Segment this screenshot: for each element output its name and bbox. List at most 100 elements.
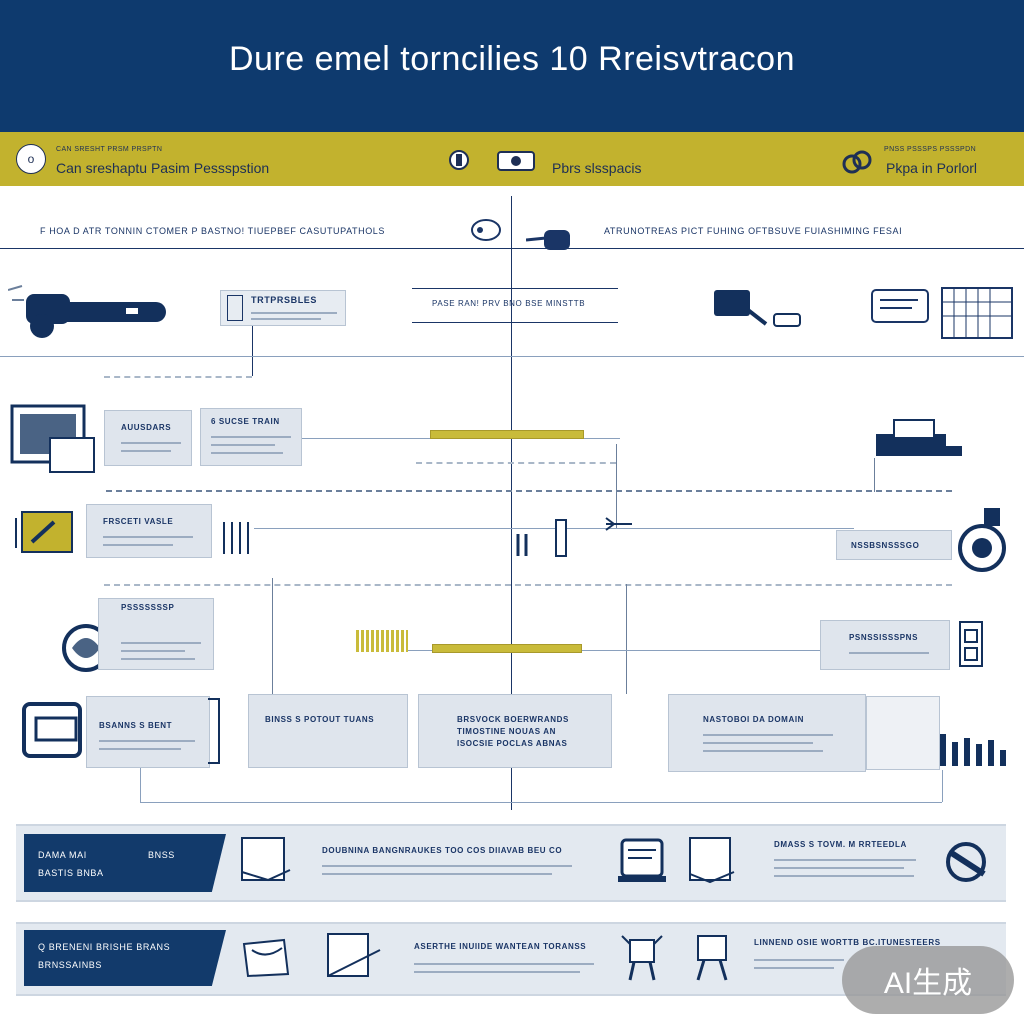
band-text-line	[774, 867, 904, 869]
house-icon	[227, 295, 243, 321]
connector-line	[408, 650, 432, 651]
tape-icon	[471, 219, 501, 241]
ai-generated-badge: AI生成	[842, 946, 1014, 1014]
card-b: 6 SUCSE TRAIN	[200, 408, 302, 466]
easel-icon	[696, 935, 728, 981]
row-card-3-line3: ISOCSIE POCLAS ABNAS	[457, 739, 568, 748]
open-folder-icon	[327, 933, 381, 977]
ribbon-right-small: PNSS PSSSPS PSSSPDN	[884, 146, 977, 153]
clipper-icon	[714, 290, 801, 327]
card-c-title: FRSCETI VASLE	[103, 517, 174, 526]
band-1-tab: DAMA MAI BNSS BASTIS BNBA	[24, 834, 226, 892]
band-1-heading: DOUBNINA BANGNRAUKES TOO COS DIIAVAB BEU…	[322, 846, 563, 855]
card-text-line	[121, 642, 201, 644]
card-text-line	[703, 734, 833, 736]
card-text-line	[99, 740, 195, 742]
properties-card: TRTPRSBLES	[220, 290, 346, 326]
gold-connector-bar	[432, 644, 582, 653]
pipe-knot-icon	[842, 150, 872, 174]
connector-line	[584, 438, 620, 439]
connector-line	[942, 770, 943, 802]
card-a: AUUSDARS	[104, 410, 192, 466]
card-text-line	[121, 442, 181, 444]
band-text-line	[414, 971, 580, 973]
card-text-line	[103, 544, 173, 546]
row-card-1-title: BSANNS S BENT	[99, 721, 173, 730]
band-1-tab-word: BNSS	[148, 850, 175, 860]
card-b-title: 6 SUCSE TRAIN	[211, 417, 280, 426]
ribbon-left-small: CAN SRESHT PRSM PRSPTN	[56, 146, 163, 153]
band-2-tab-line2: BRNSSAINBS	[38, 960, 103, 970]
bracket-marker	[208, 698, 220, 764]
connector-line	[140, 768, 141, 802]
card-f: PSNSSISSSPNS	[820, 620, 950, 670]
page-title: Dure emel torncilies 10 Rreisvtracon	[229, 40, 795, 78]
info-circle-icon: o	[16, 144, 46, 174]
row-card-1: BSANNS S BENT	[86, 696, 210, 768]
document-stack-icon	[871, 287, 1013, 339]
band-text-line	[774, 875, 914, 877]
band-text-line	[414, 963, 594, 965]
caption-bracket-top	[412, 288, 618, 289]
connector-line	[582, 650, 820, 651]
title-band	[0, 0, 1024, 132]
card-text-line	[121, 658, 195, 660]
row-card-3-line2: TIMOSTINE NOUAS AN	[457, 727, 556, 736]
center-caption: PASE RAN! PRV BNO BSE MINSTTB	[432, 299, 586, 308]
cd-drive-icon	[946, 842, 986, 882]
upper-section-divider	[0, 356, 1024, 357]
card-text-line	[703, 742, 813, 744]
bag-icon	[242, 938, 290, 978]
card-text-line	[121, 450, 171, 452]
connector-line	[272, 578, 273, 694]
connector-line	[254, 528, 854, 529]
card-text-line	[251, 312, 337, 314]
card-text-line	[251, 318, 321, 320]
card-text-line	[103, 536, 193, 538]
row-card-4-title: NASTOBOI DA DOMAIN	[703, 715, 805, 724]
row-card-4: NASTOBOI DA DOMAIN	[668, 694, 866, 772]
band-1-tab-line2: BASTIS BNBA	[38, 868, 104, 878]
gold-connector-bar	[430, 430, 584, 439]
gear-valve-icon	[958, 508, 1006, 572]
binder-icon	[15, 511, 73, 553]
monitor-icon	[10, 404, 95, 473]
center-spine	[511, 196, 512, 810]
frame-icon	[959, 621, 983, 667]
top-left-heading: F HOA D ATR TONNIN CTOMER P BASTNO! TIUE…	[40, 226, 386, 236]
card-text-line	[849, 652, 929, 654]
properties-card-title: TRTPRSBLES	[251, 295, 318, 305]
bottom-bus-line	[140, 802, 942, 803]
folder-icon	[241, 837, 291, 882]
connector-line	[252, 326, 253, 376]
row-card-3: BRSVOCK BOERWRANDS TIMOSTINE NOUAS AN IS…	[418, 694, 612, 768]
card-text-line	[99, 748, 181, 750]
dashed-connector	[104, 376, 252, 378]
band-2-tab: Q BRENENI BRISHE BRANS BRNSSAINBS	[24, 930, 226, 986]
row-card-5	[866, 696, 940, 770]
top-right-heading: ATRUNOTREAS PICT FUHING OFTBSUVE FUIASHI…	[604, 226, 903, 236]
ribbon-left-label: Can sreshaptu Pasim Pessspstion	[56, 160, 270, 176]
connector-line	[616, 444, 617, 528]
band-text-line	[774, 859, 916, 861]
ribbon-right-label: Pkpa in Porlorl	[886, 160, 978, 176]
printer-icon	[876, 419, 962, 456]
pen-holder-icon	[516, 519, 567, 557]
card-text-line	[211, 444, 275, 446]
card-d-title: NSSBSNSSSGO	[851, 541, 920, 550]
row-card-3-line1: BRSVOCK BOERWRANDS	[457, 715, 569, 724]
row-card-2: BINSS S POTOUT TUANS	[248, 694, 408, 768]
band-text-line	[322, 865, 572, 867]
band-1-right-title: DMASS S TOVM. M RRTEEDLA	[774, 840, 907, 849]
card-text-line	[211, 452, 283, 454]
band-text-line	[754, 967, 834, 969]
tick-marks-icon	[223, 522, 249, 554]
band-text-line	[754, 959, 844, 961]
band-2-heading: ASERTHE INUIIDE WANTEAN TORANSS	[414, 942, 587, 951]
row-card-2-title: BINSS S POTOUT TUANS	[265, 715, 375, 724]
band-text-line	[322, 873, 552, 875]
connector-line	[302, 438, 430, 439]
card-text-line	[211, 436, 291, 438]
caption-bracket-bottom	[412, 322, 618, 323]
stapler-icon	[22, 702, 82, 758]
